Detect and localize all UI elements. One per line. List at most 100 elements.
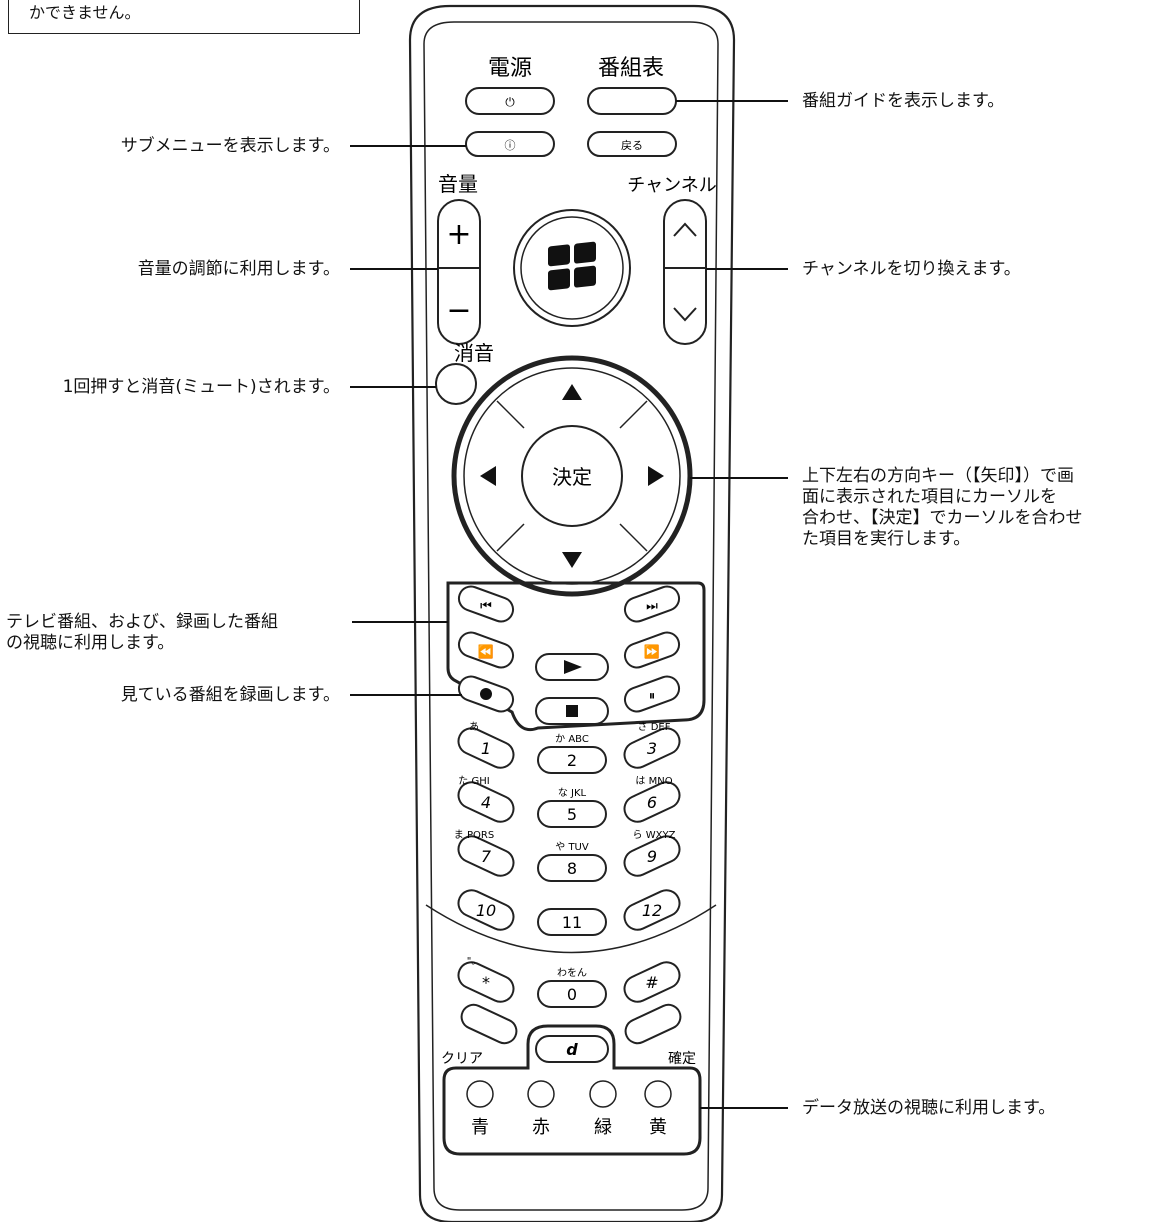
keypad-key-letters: ま PQRS (454, 829, 494, 841)
keypad-key-number: 7 (481, 847, 492, 866)
leader-lines (350, 100, 788, 1109)
mute-button (435, 363, 477, 405)
play-icon (564, 660, 582, 674)
keypad-key-letters: は MNO (635, 775, 672, 787)
keypad-key-number: # (645, 973, 658, 992)
volume-label: 音量 (438, 172, 478, 196)
lower-panel-divider (425, 904, 717, 954)
keypad-key-letters: な JKL (558, 787, 587, 799)
channel-annotation: チャンネルを切り換えます。 (802, 259, 1021, 279)
keypad-key-2[interactable]: 2 か ABC (537, 733, 607, 774)
power-label: 電源 (488, 56, 532, 81)
ok-button (521, 425, 623, 527)
green-label: 緑 (594, 1117, 612, 1138)
playback-group (446, 581, 706, 732)
windows-logo-icon (548, 241, 596, 291)
keypad-key-letters: さ DEF (638, 721, 671, 733)
playback-annotation: テレビ番組、および、録画した番組 の視聴に利用します。 (6, 612, 278, 654)
keypad-key-number: 4 (481, 793, 491, 812)
keypad-key-number: 3 (647, 739, 657, 758)
pause-button (623, 675, 681, 713)
pause-icon: ⏸ (649, 689, 656, 704)
confirm-button (624, 1003, 682, 1045)
keypad-key-6[interactable]: 6 は MNO (620, 775, 684, 826)
rewind-icon: ⏪ (478, 644, 494, 660)
info-icon: ⓘ (505, 139, 516, 152)
keypad-key-10[interactable]: 10 (454, 886, 518, 934)
keypad-key-number: 8 (567, 859, 577, 878)
keypad-key-shape (623, 781, 681, 823)
keypad-key-4[interactable]: 4た GHI (454, 775, 518, 826)
keypad-key-shape (623, 889, 681, 931)
blue-button (466, 1080, 494, 1108)
keypad-key-7[interactable]: 7 ま PQRS (454, 829, 518, 880)
keypad-key-number: 9 (647, 847, 657, 866)
prev-icon: ⏮ (480, 599, 492, 614)
red-label: 赤 (532, 1117, 550, 1138)
keypad-key-3[interactable]: 3 さ DEF (620, 721, 684, 772)
yellow-button (644, 1080, 672, 1108)
keypad-key-*[interactable]: *"。 (454, 956, 518, 1006)
keypad-key-letters: "。 (467, 956, 482, 967)
keypad-key-number: 1 (481, 739, 491, 758)
data-annotation: データ放送の視聴に利用します。 (802, 1098, 1056, 1118)
keypad-key-shape (623, 835, 681, 877)
top-note-text: かできません。 (29, 3, 141, 22)
keypad-key-1[interactable]: 1あ (454, 721, 518, 772)
mute-annotation: 1回押すと消音(ミュート)されます。 (62, 377, 340, 397)
volume-annotation: 音量の調節に利用します。 (137, 259, 340, 279)
back-button (587, 131, 677, 157)
keypad: 1あ 2 か ABC 3 さ DEF 4た GHI 5な JKL 6 は MNO 7 ま PQRS 8… (454, 721, 684, 1008)
blue-label: 青 (471, 1117, 489, 1138)
volume-up-icon: + (446, 217, 471, 252)
guide-label: 番組表 (598, 56, 664, 81)
keypad-key-12[interactable]: 12 (620, 886, 684, 934)
keypad-key-letters: ら WXYZ (633, 829, 676, 841)
mute-label: 消音 (454, 341, 494, 365)
keypad-key-shape (623, 727, 681, 769)
cursor-annotation-line: 上下左右の方向キー（【矢印】）で画 (802, 466, 1074, 486)
data-label: d (566, 1040, 578, 1059)
power-icon: ⏻ (505, 95, 515, 109)
keypad-key-5[interactable]: 5な JKL (537, 787, 607, 828)
keypad-key-11[interactable]: 11 (537, 908, 607, 936)
keypad-key-shape (537, 800, 607, 828)
rewind-button (457, 631, 515, 669)
keypad-key-8[interactable]: 8や TUV (537, 841, 607, 882)
keypad-key-number: 6 (647, 793, 657, 812)
playback-annotation-line: テレビ番組、および、録画した番組 (6, 612, 278, 632)
cursor-annotation: 上下左右の方向キー（【矢印】）で画 面に表示された項目にカーソルを 合わせ、【決… (802, 466, 1083, 550)
keypad-key-shape (457, 727, 515, 769)
left-arrow-icon (480, 466, 496, 486)
color-group (442, 1024, 702, 1156)
keypad-key-shape (457, 961, 515, 1003)
guide-button (587, 87, 677, 115)
keypad-key-number: 11 (562, 913, 582, 932)
keypad-key-9[interactable]: 9 ら WXYZ (620, 829, 684, 880)
keypad-key-shape (537, 908, 607, 936)
keypad-key-#[interactable]: # (620, 958, 684, 1006)
keypad-key-number: 12 (642, 901, 662, 920)
volume-rocker (437, 199, 481, 345)
cursor-annotation-line: 合わせ、【決定】でカーソルを合わせ (802, 508, 1083, 528)
keypad-key-number: 2 (567, 751, 577, 770)
keypad-key-letters: か ABC (555, 733, 589, 745)
back-label: 戻る (621, 139, 643, 152)
data-button (535, 1035, 609, 1063)
ok-label: 決定 (552, 465, 592, 489)
channel-up-icon (673, 222, 697, 237)
keypad-key-shape (457, 835, 515, 877)
guide-annotation: 番組ガイドを表示します。 (802, 91, 1005, 111)
playback-annotation-line: の視聴に利用します。 (6, 633, 175, 653)
red-button (527, 1080, 555, 1108)
power-button (465, 87, 555, 115)
forward-button (623, 631, 681, 669)
submenu-annotation: サブメニューを表示します。 (120, 136, 340, 156)
cursor-annotation-line: 面に表示された項目にカーソルを (802, 487, 1057, 507)
keypad-key-shape (537, 746, 607, 774)
keypad-key-shape (623, 961, 681, 1003)
keypad-key-letters: わをん (557, 967, 587, 979)
top-note-box: かできません。 (8, 0, 360, 34)
